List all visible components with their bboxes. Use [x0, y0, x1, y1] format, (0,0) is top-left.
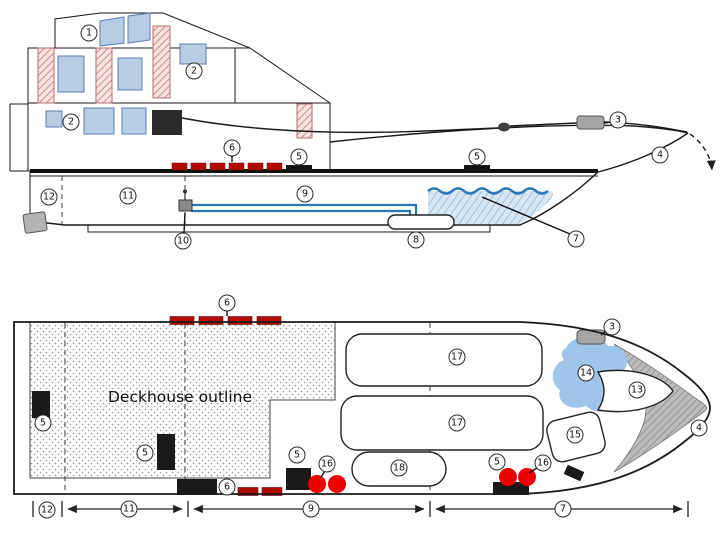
wheelhouse	[54, 12, 251, 49]
hatch-segment	[228, 162, 245, 171]
window	[117, 57, 143, 91]
red-marker	[328, 475, 346, 493]
mast-vent-icon	[152, 25, 171, 99]
hatch-segment	[171, 162, 188, 171]
vent-icon	[296, 103, 313, 139]
red-hatch-strip-side	[171, 162, 283, 171]
towline	[509, 122, 578, 127]
red-markers	[308, 468, 536, 493]
compartment-17	[340, 395, 544, 451]
deck-fitting	[157, 434, 175, 470]
window	[179, 43, 207, 65]
hatch-segment	[209, 162, 226, 171]
bow-swing-arc	[689, 133, 716, 171]
funnel-icon	[95, 47, 113, 104]
stem-line	[597, 132, 689, 173]
deck-fitting	[493, 482, 529, 495]
hatch-segment	[247, 162, 264, 171]
piping	[191, 203, 418, 217]
hatch-segment	[198, 316, 224, 325]
wheelhouse-window	[99, 16, 125, 47]
pump-icon	[178, 199, 193, 212]
wheelhouse-window	[127, 12, 151, 44]
red-marker	[518, 468, 536, 486]
water-region	[428, 191, 553, 224]
pipe-line	[191, 203, 418, 217]
windows-side	[45, 12, 207, 135]
deckhouse-outline-label: Deckhouse outline	[108, 388, 252, 406]
hull-side	[10, 124, 716, 234]
keel-line	[87, 225, 491, 233]
dimension-lines	[32, 501, 689, 517]
hatch-segment	[227, 316, 253, 325]
hatch-segment	[266, 162, 283, 171]
pump-handle-icon	[183, 189, 187, 194]
red-marker	[308, 475, 326, 493]
tank-18	[351, 451, 447, 487]
window	[57, 55, 85, 93]
deck-fittings-plan	[32, 391, 585, 495]
funnel-vents	[37, 25, 313, 139]
hatch-segment	[237, 487, 259, 496]
compartment-17	[345, 333, 543, 387]
skeg-box	[387, 214, 455, 230]
deck-fitting	[177, 479, 217, 495]
towline	[181, 117, 499, 134]
window	[83, 107, 115, 135]
fairlead-icon	[498, 122, 510, 132]
hatch-segment	[169, 316, 195, 325]
deck-plan-outline	[13, 321, 711, 495]
hull-bottom	[37, 171, 599, 226]
window	[121, 107, 147, 135]
deckhouse-slant	[249, 47, 331, 104]
deck-fitting	[464, 165, 490, 171]
deck-fitting	[563, 464, 585, 482]
winch-side	[576, 115, 605, 130]
deck-fitting	[286, 165, 312, 171]
deck-plan-view: Deckhouse outline	[13, 311, 711, 517]
deck-fitting	[286, 468, 311, 490]
deck-machinery-box	[152, 110, 182, 135]
hatch-segment	[256, 316, 282, 325]
side-profile-view	[9, 12, 716, 235]
funnel-icon	[37, 47, 55, 104]
pipe-line	[191, 209, 412, 217]
red-hatch-strips-plan	[169, 316, 283, 496]
stern-rudder	[22, 211, 48, 234]
towline-assembly	[181, 115, 688, 134]
window	[45, 110, 63, 128]
waterline-wave	[427, 187, 549, 195]
deck-fitting	[32, 391, 50, 418]
hatch-segment	[190, 162, 207, 171]
red-marker	[499, 468, 517, 486]
stern-notch	[9, 103, 28, 171]
hatch-segment	[261, 487, 283, 496]
sheer-line	[329, 124, 689, 143]
